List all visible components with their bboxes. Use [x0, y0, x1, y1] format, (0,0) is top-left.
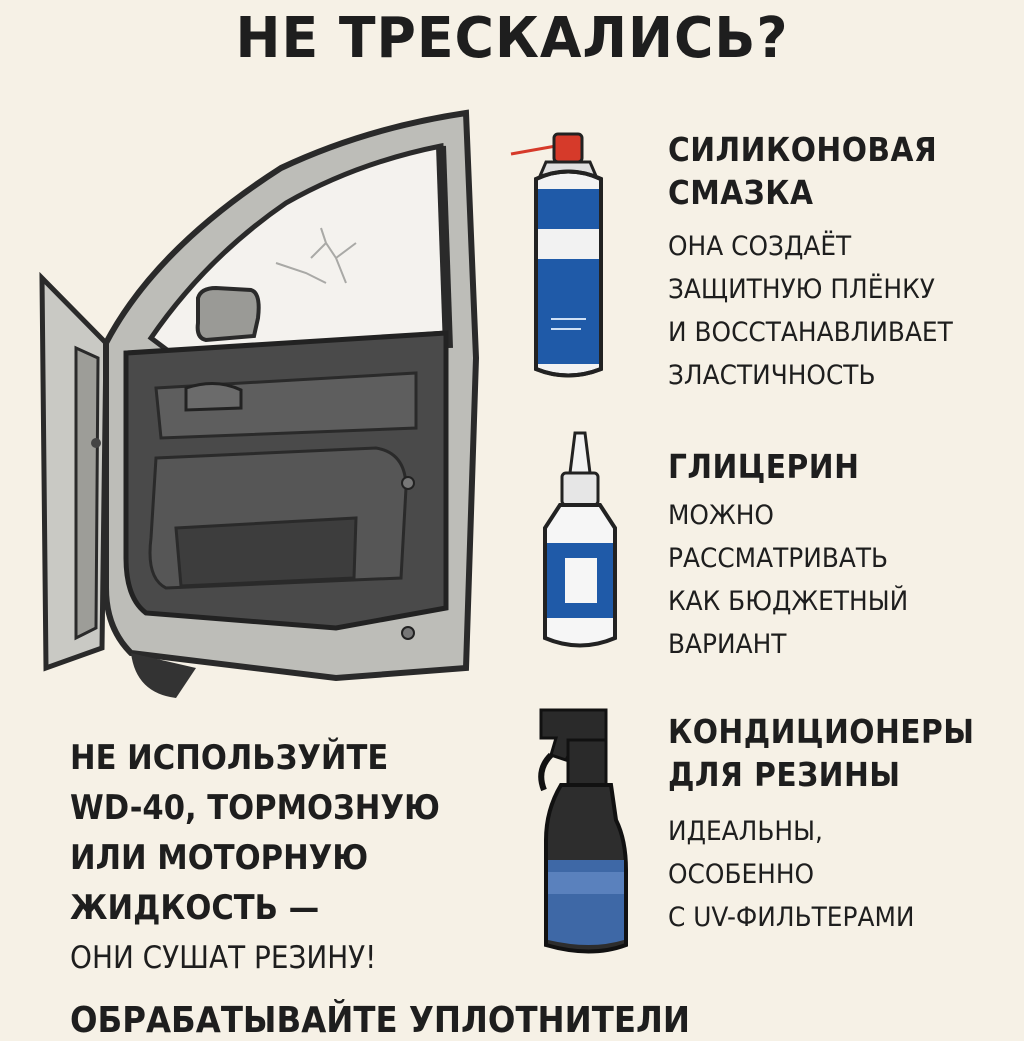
- spray-can-icon: [510, 132, 603, 378]
- item-description: ИДЕАЛЬНЫ, ОСОБЕННО С UV-ФИЛЬТЕРАМИ: [668, 816, 915, 933]
- item-description: ОНА СОЗДАЁТ ЗАЩИТНУЮ ПЛЁНКУ И ВОССТАНАВЛ…: [668, 231, 953, 391]
- page-title: НЕ ТРЕСКАЛИСЬ?: [235, 6, 789, 71]
- item-heading: КОНДИЦИОНЕРЫ ДЛЯ РЕЗИНЫ: [668, 712, 975, 794]
- item-heading: ГЛИЦЕРИН: [668, 447, 860, 486]
- car-door-illustration: [39, 109, 480, 698]
- bottom-text: ОБРАБАТЫВАЙТЕ УПЛОТНИТЕЛИ: [70, 1000, 691, 1041]
- item-heading: СИЛИКОНОВАЯ СМАЗКА: [668, 130, 938, 212]
- glycerin-bottle-icon: [543, 431, 617, 648]
- spray-bottle-icon: [538, 708, 628, 954]
- item-description: МОЖНО РАССМАТРИВАТЬ КАК БЮДЖЕТНЫЙ ВАРИАН…: [668, 500, 909, 660]
- warning-text: НЕ ИСПОЛЬЗУЙТЕ WD-40, ТОРМОЗНУЮ ИЛИ МОТО…: [70, 738, 440, 976]
